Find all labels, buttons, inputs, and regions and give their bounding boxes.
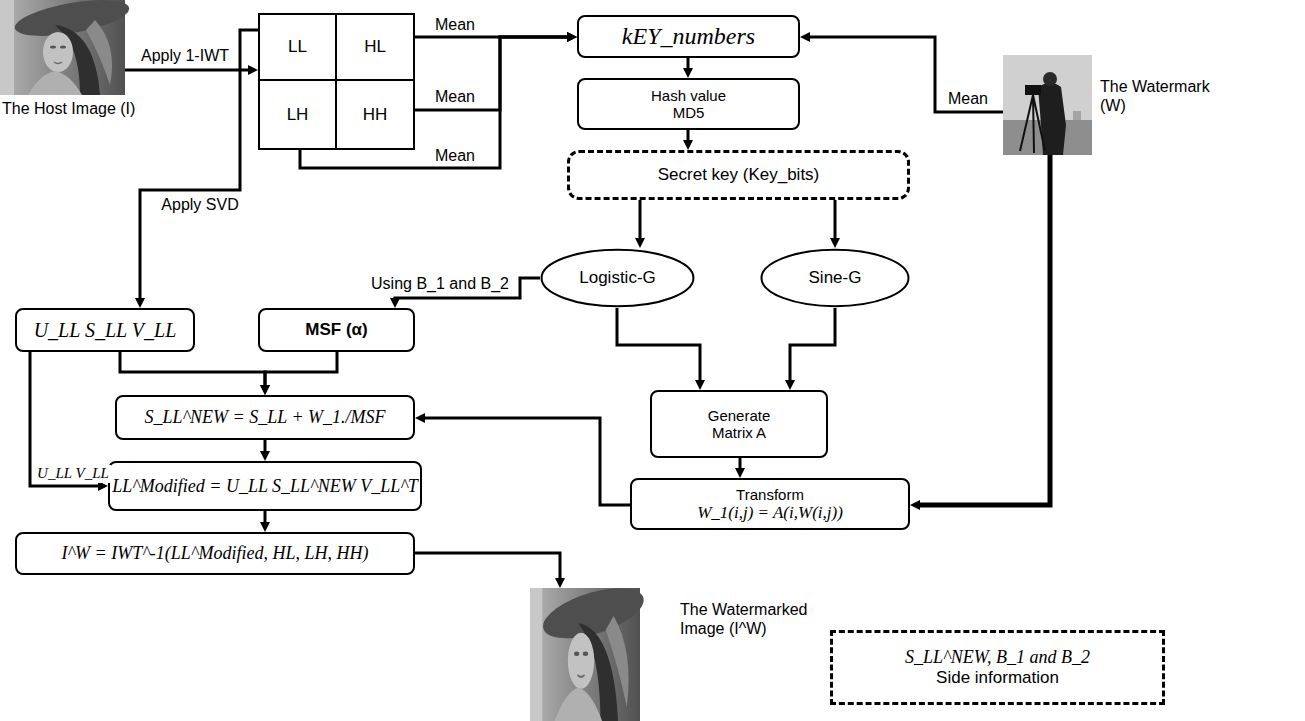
watermark-image [1003,55,1092,155]
node-text: Transform [736,486,804,503]
art-shape [1073,111,1081,120]
art-shape [1038,83,1066,155]
image-caption: The Watermark (W) [1100,77,1220,115]
flow-arrow [120,352,265,389]
node-text: HL [364,37,386,57]
process-box: HH [335,79,415,150]
image-caption: The Watermarked Image (I^W) [680,600,830,638]
art-shape [1025,85,1041,95]
process-box: S_LL^NEW, B_1 and B_2Side information [830,630,1165,705]
image-caption: The Host Image (I) [2,99,147,118]
node-text: S_LL^NEW, B_1 and B_2 [905,647,1090,668]
edge-label: Mean [946,90,990,108]
edge-label: Mean [433,147,477,165]
process-box: HL [335,13,415,81]
node-text: MSF (α) [305,320,367,340]
art-shape [1020,95,1045,153]
edge-label: Using B_1 and B_2 [369,275,511,293]
edge-label: Apply 1-IWT [139,47,231,65]
ellipse-shape [542,250,694,306]
flow-arrow [790,308,835,384]
node-text: LL [288,37,307,57]
node-text: Secret key (Key_bits) [658,165,820,185]
generator-ellipse: Sine-G [760,248,910,308]
generator-ellipse: Logistic-G [540,248,695,308]
edge-label: U_LL V_LL [35,465,111,482]
process-box: Hash value MD5 [577,78,800,130]
watermarked-image [530,578,646,721]
process-box: kEY_numbers [577,15,800,58]
flow-arrow [687,130,690,144]
flow-arrow [806,37,1003,112]
node-text: Hash value MD5 [644,87,734,122]
process-box: Generate Matrix A [650,390,828,458]
process-box: S_LL^NEW = S_LL + W_1./MSF [115,395,415,440]
flow-arrow [617,308,700,384]
flow-arrow [421,418,630,505]
edge-label: Mean [433,88,477,106]
node-text: S_LL^NEW = S_LL + W_1./MSF [144,407,385,428]
node-text: I^W = IWT^-1(LL^Modified, HL, LH, HH) [62,543,369,564]
image-node: The Host Image (I) [0,0,125,95]
node-text: Side information [936,668,1059,688]
process-box: LL^Modified = U_LL S_LL^NEW V_LL^T [108,461,422,511]
node-text: kEY_numbers [622,23,755,51]
flow-arrow [140,30,258,302]
flow-arrow [834,200,837,242]
flow-arrow [415,37,571,110]
image-node: The Watermarked Image (I^W) [530,588,640,721]
process-box: MSF (α) [258,308,415,352]
image-node: The Watermark (W) [1003,55,1092,155]
node-text: LH [287,105,309,125]
process-box: LH [258,79,337,150]
node-text: LL^Modified = U_LL S_LL^NEW V_LL^T [112,476,418,497]
flow-arrow [639,200,642,242]
node-text: W_1(i,j) = A(i,W(i,j)) [697,503,843,523]
host-image [0,0,132,95]
node-text: Generate Matrix A [699,407,779,442]
node-text: Sine-G [809,268,862,288]
flow-arrow [916,155,1050,505]
node-text: Logistic-G [579,268,656,288]
art-shape [1043,72,1057,86]
edge-label: Mean [433,16,477,34]
process-box: TransformW_1(i,j) = A(i,W(i,j)) [630,478,910,530]
flow-arrow [264,440,267,455]
process-box: U_LL S_LL V_LL [15,308,195,352]
flow-arrow [415,553,560,582]
flow-arrow [739,458,742,472]
flow-arrow [687,58,690,72]
node-text: U_LL S_LL V_LL [34,319,177,342]
process-box: LL [258,13,337,81]
ellipse-shape [762,250,909,306]
process-box: I^W = IWT^-1(LL^Modified, HL, LH, HH) [15,532,415,575]
flow-arrow [264,511,267,526]
flow-arrow [125,69,252,72]
node-text: HH [363,105,388,125]
process-box: Secret key (Key_bits) [567,150,910,200]
flow-arrow [265,352,337,389]
edge-label: Apply SVD [159,196,240,214]
